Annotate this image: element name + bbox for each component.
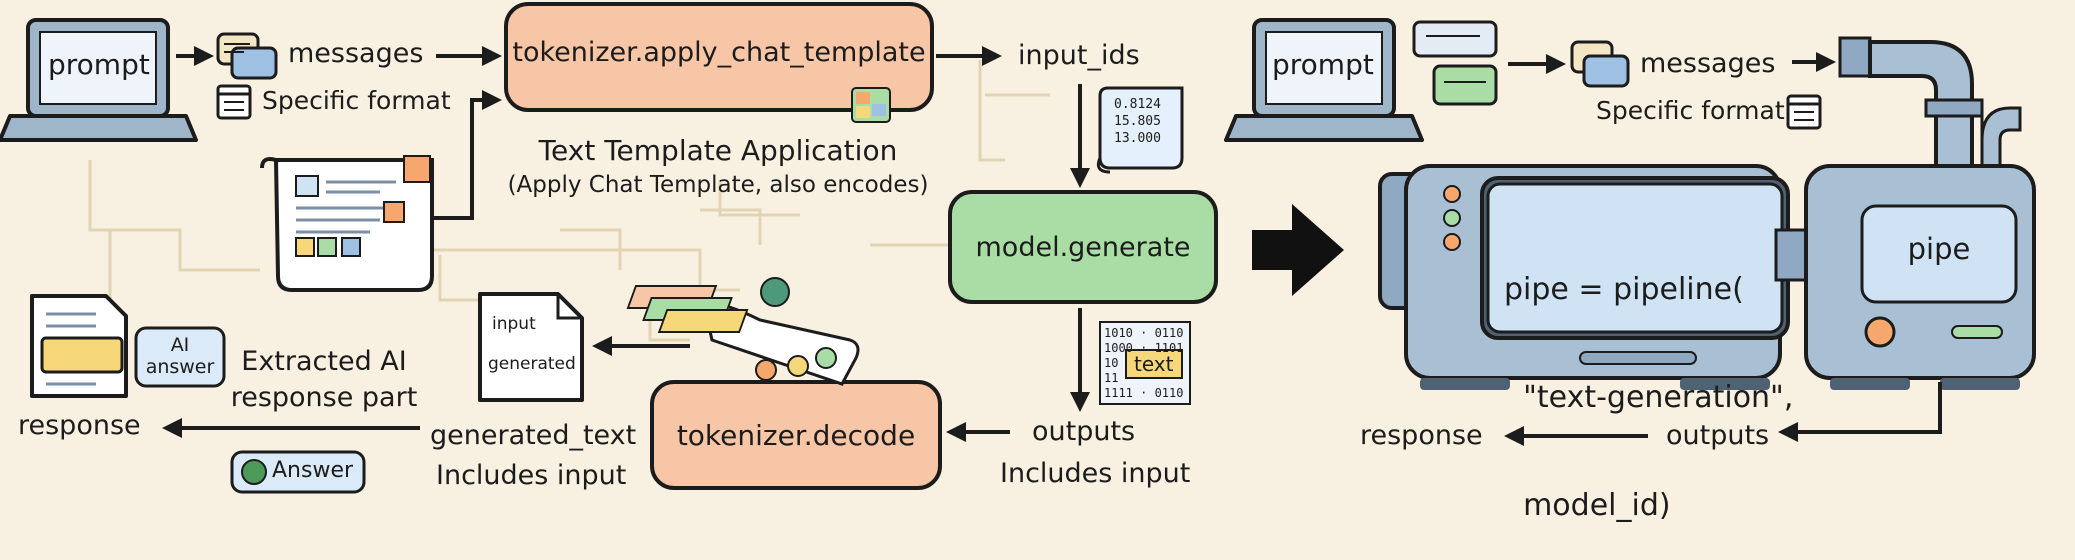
code-line: "text-generation", bbox=[1504, 380, 1794, 415]
prompt-label: prompt bbox=[48, 48, 150, 81]
check-icon bbox=[241, 459, 267, 485]
input-id-value: 15.805 bbox=[1114, 114, 1161, 129]
code-block: pipe = pipeline( "text-generation", mode… bbox=[1504, 200, 1793, 560]
extracted-line: Extracted AI bbox=[241, 346, 407, 377]
input-ids-label: input_ids bbox=[1018, 40, 1140, 71]
template-title: Text Template Application bbox=[538, 134, 898, 167]
answer-badge-text: Answer bbox=[272, 458, 354, 483]
input-ids-scroll-icon bbox=[1096, 86, 1184, 174]
generated-text-label: generated_text bbox=[430, 420, 637, 451]
extracted-label: Extracted AI response part bbox=[231, 344, 418, 416]
decode-box: tokenizer.decode bbox=[652, 382, 940, 488]
pipe-label: pipe bbox=[1907, 232, 1971, 266]
binary-line: 1000 · 1101 bbox=[1104, 341, 1184, 355]
specific-format-label: Specific format bbox=[262, 86, 451, 115]
template-subtitle: (Apply Chat Template, also encodes) bbox=[507, 172, 929, 198]
format-list-icon bbox=[1786, 94, 1822, 130]
prompt-label-right: prompt bbox=[1272, 48, 1374, 81]
binary-line: 1010 · 0110 bbox=[1104, 326, 1184, 340]
code-line: model_id) bbox=[1504, 488, 1671, 523]
response-label: response bbox=[18, 410, 141, 441]
input-id-value: 0.8124 bbox=[1114, 97, 1161, 112]
pipe-icon bbox=[1838, 36, 2022, 172]
ai-answer-line: AI bbox=[170, 334, 190, 356]
ai-answer-bubble bbox=[134, 326, 226, 388]
laptop-icon bbox=[0, 18, 198, 142]
extracted-line: response part bbox=[230, 382, 418, 413]
generate-box: model.generate bbox=[950, 192, 1216, 302]
arrow-pipe-outputs bbox=[1778, 382, 1942, 442]
outputs-label: outputs bbox=[1032, 416, 1136, 447]
binary-tag: text bbox=[1134, 352, 1174, 376]
decode-label: tokenizer.decode bbox=[676, 418, 916, 452]
messages-label-right: messages bbox=[1640, 48, 1776, 79]
generated-note: Includes input bbox=[436, 460, 627, 491]
arrow-document-template bbox=[432, 90, 502, 220]
outputs-label-right: outputs bbox=[1666, 420, 1770, 451]
input-ids-values: 0.8124 15.805 13.000 bbox=[1114, 96, 1161, 147]
format-list-icon bbox=[216, 84, 252, 120]
binary-icon bbox=[1099, 321, 1191, 405]
binary-line: 10 bbox=[1104, 356, 1119, 370]
ai-answer-line: answer bbox=[145, 356, 215, 378]
generated-document-icon bbox=[478, 292, 584, 402]
binary-line: 11 bbox=[1104, 371, 1119, 385]
input-id-value: 13.000 bbox=[1114, 131, 1161, 146]
emoji-feedback-icon bbox=[626, 277, 860, 386]
binary-lines: 1010 · 0110 1000 · 1101 10 11 1111 · 011… bbox=[1104, 326, 1183, 401]
response-label-right: response bbox=[1360, 420, 1483, 451]
puzzle-icon bbox=[851, 87, 891, 123]
outputs-note: Includes input bbox=[1000, 458, 1191, 489]
generate-label: model.generate bbox=[975, 231, 1191, 263]
apply-template-box: tokenizer.apply_chat_template bbox=[506, 4, 932, 110]
circuit-traces bbox=[60, 60, 1080, 342]
messages-label: messages bbox=[288, 38, 424, 69]
diagram-canvas bbox=[0, 2, 2036, 494]
pipeline-machine-icon bbox=[1378, 164, 2036, 390]
transition-arrow bbox=[1252, 204, 1344, 296]
specific-format-label-right: Specific format bbox=[1596, 96, 1785, 125]
code-line: pipe = pipeline( bbox=[1504, 272, 1744, 307]
chat-bubbles-icon bbox=[216, 32, 278, 80]
chat-bubbles-icon bbox=[1570, 40, 1630, 88]
apply-template-label: tokenizer.apply_chat_template bbox=[512, 36, 926, 68]
response-document-icon bbox=[30, 294, 128, 398]
chat-bubbles-icon bbox=[1412, 20, 1498, 106]
ai-answer-text: AI answer bbox=[146, 334, 215, 378]
doc-generated-text: generated bbox=[488, 354, 576, 374]
laptop-icon bbox=[1224, 18, 1424, 142]
apply-template-box-bg bbox=[504, 2, 934, 112]
generate-box-bg bbox=[948, 190, 1218, 304]
binary-line: 1111 · 0110 bbox=[1104, 386, 1184, 400]
answer-badge bbox=[230, 450, 366, 494]
decode-box-bg bbox=[650, 380, 942, 490]
template-document-icon bbox=[260, 155, 434, 292]
doc-input-text: input bbox=[492, 314, 536, 334]
